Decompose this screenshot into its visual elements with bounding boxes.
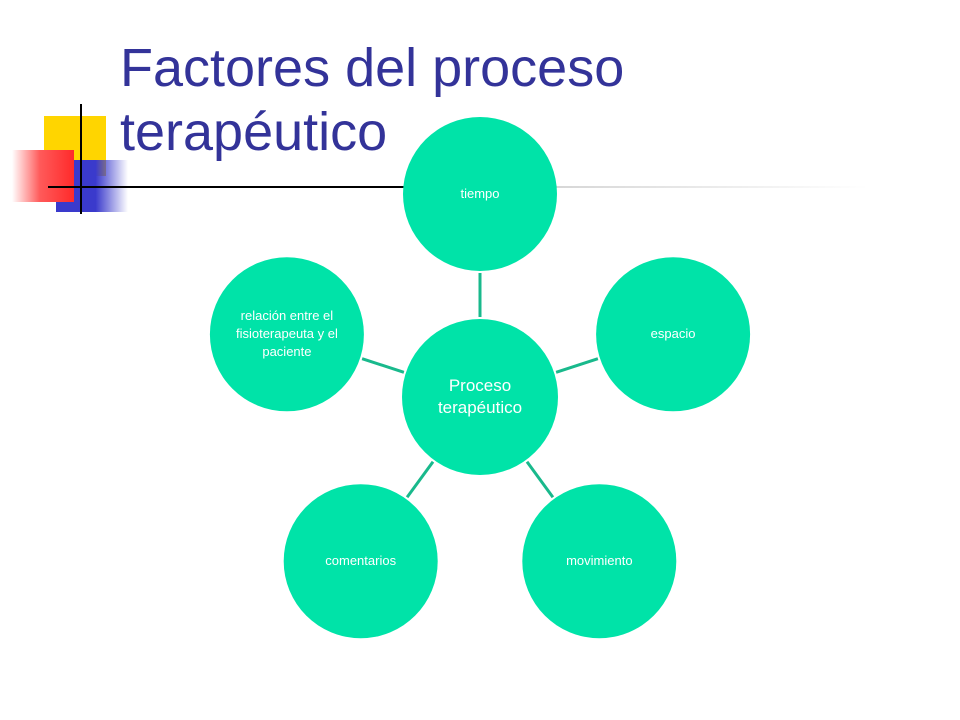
slide-title: Factores del proceso terapéutico [120,38,625,162]
red-square-decoration [12,150,74,202]
center-circle [402,319,558,475]
node-circle-relacion [209,257,364,412]
node-label-relacion: relación entre el fisioterapeuta y el pa… [235,308,338,360]
connector-espacio [555,357,599,374]
connector-relacion [361,357,405,374]
node-label-espacio: espacio [650,326,696,342]
node-circle-movimiento [522,484,677,639]
node-label-movimiento: movimiento [566,553,633,569]
vertical-line-decoration [80,104,82,214]
node-circle-comentarios [283,484,438,639]
node-circle-tiempo [403,117,557,271]
connector-movimiento [525,460,555,499]
node-circle-espacio [596,257,751,412]
node-label-tiempo: tiempo [460,186,500,201]
node-circles [209,117,751,639]
connectors [361,273,599,499]
center-label: Proceso terapéutico [437,376,523,417]
node-label-comentarios: comentarios [325,553,397,569]
connector-comentarios [405,460,435,499]
